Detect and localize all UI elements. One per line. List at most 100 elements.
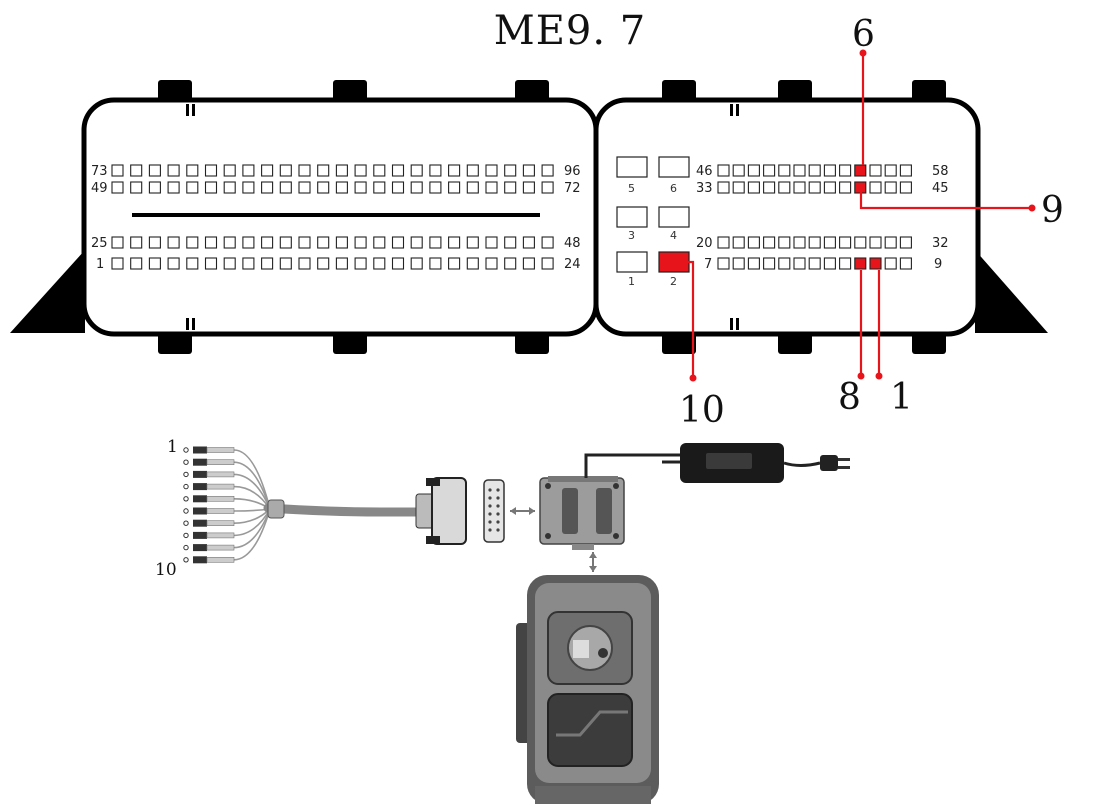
pin (899, 181, 912, 194)
pin-label-46: 46 (696, 164, 713, 179)
pigtail-lead (233, 461, 271, 510)
pin (204, 236, 218, 249)
pin (763, 164, 776, 177)
pin (778, 181, 791, 194)
lead-sleeve (206, 556, 235, 563)
pin (732, 181, 745, 194)
pin (778, 236, 791, 249)
lead-clip (193, 544, 207, 552)
pin (130, 181, 143, 194)
connector-b-top-tab (778, 80, 812, 102)
pin (373, 181, 386, 194)
pin (261, 181, 274, 194)
connector-a-top-tab (333, 80, 367, 102)
pin (869, 236, 882, 249)
pin (354, 257, 367, 270)
pin (899, 164, 912, 177)
pin (391, 257, 405, 270)
pin (763, 181, 776, 194)
pin (148, 236, 161, 249)
power-pin-label: 5 (628, 182, 635, 195)
pin (130, 164, 143, 177)
pin (808, 181, 821, 194)
pin (373, 257, 386, 270)
lead-terminal-ring (183, 520, 189, 526)
db-plug-screw (426, 478, 440, 486)
pin (223, 236, 236, 249)
pigtail-lead (233, 508, 271, 561)
connector-b-body (593, 97, 981, 337)
pin (732, 236, 745, 249)
pin (732, 257, 745, 270)
key-mark (730, 104, 733, 116)
pin (391, 236, 405, 249)
harness-label-last: 10 (155, 560, 177, 580)
pin (884, 236, 897, 249)
pin (541, 164, 554, 177)
pin (717, 181, 730, 194)
pin (823, 236, 836, 249)
pin (429, 164, 442, 177)
lead-terminal-ring (183, 544, 189, 551)
pin (335, 181, 348, 194)
power-brick-label (706, 453, 752, 469)
pin (167, 257, 180, 270)
pin (335, 257, 348, 270)
connector-b-bottom-tab (662, 332, 696, 354)
connector-b-pin-rows (717, 164, 912, 270)
lead-clip (193, 507, 207, 515)
pin (522, 164, 535, 177)
pin (869, 181, 882, 194)
key-mark (730, 318, 733, 330)
pin (111, 164, 124, 177)
pin (541, 236, 554, 249)
pin (717, 236, 730, 249)
pin (130, 236, 143, 249)
adapter-port (562, 488, 578, 534)
pin (354, 164, 367, 177)
pin (485, 236, 498, 249)
pin-label-7: 7 (704, 257, 712, 272)
pin (504, 164, 517, 177)
connector-b-bottom-tab (912, 332, 946, 354)
pin (242, 164, 255, 177)
pigtail-leads (183, 446, 271, 564)
pin (541, 181, 554, 194)
lead-sleeve (206, 459, 235, 466)
key-mark (736, 104, 739, 116)
pin (747, 236, 760, 249)
adapter-port (596, 488, 612, 534)
lead-sleeve (206, 483, 235, 490)
pin (204, 181, 218, 194)
pin (884, 164, 897, 177)
tablet-dial (567, 625, 613, 671)
power-pin-label: 4 (670, 229, 677, 242)
pin (522, 236, 535, 249)
power-pin-label: 2 (670, 275, 677, 288)
pin (335, 164, 348, 177)
pin (391, 181, 405, 194)
lead-terminal-ring (183, 459, 189, 465)
pin (839, 236, 852, 249)
lead-sleeve (206, 471, 235, 478)
callout-dots (689, 49, 1036, 382)
callout-8: 8 (838, 377, 861, 418)
pin (747, 181, 760, 194)
key-mark (192, 104, 195, 116)
pin (298, 236, 311, 249)
pin (317, 164, 330, 177)
pin (167, 164, 180, 177)
pin (884, 181, 897, 194)
power-pin-1 (616, 251, 648, 273)
diagnostic-tablet (516, 575, 659, 804)
callout-10: 10 (679, 390, 725, 431)
pin-label-96: 96 (564, 164, 581, 179)
pin (522, 257, 535, 270)
callout-9: 9 (1041, 190, 1064, 231)
connector-a-divider (132, 213, 540, 217)
pin (167, 236, 180, 249)
pin (485, 257, 498, 270)
pin (148, 164, 161, 177)
pin (899, 236, 912, 249)
